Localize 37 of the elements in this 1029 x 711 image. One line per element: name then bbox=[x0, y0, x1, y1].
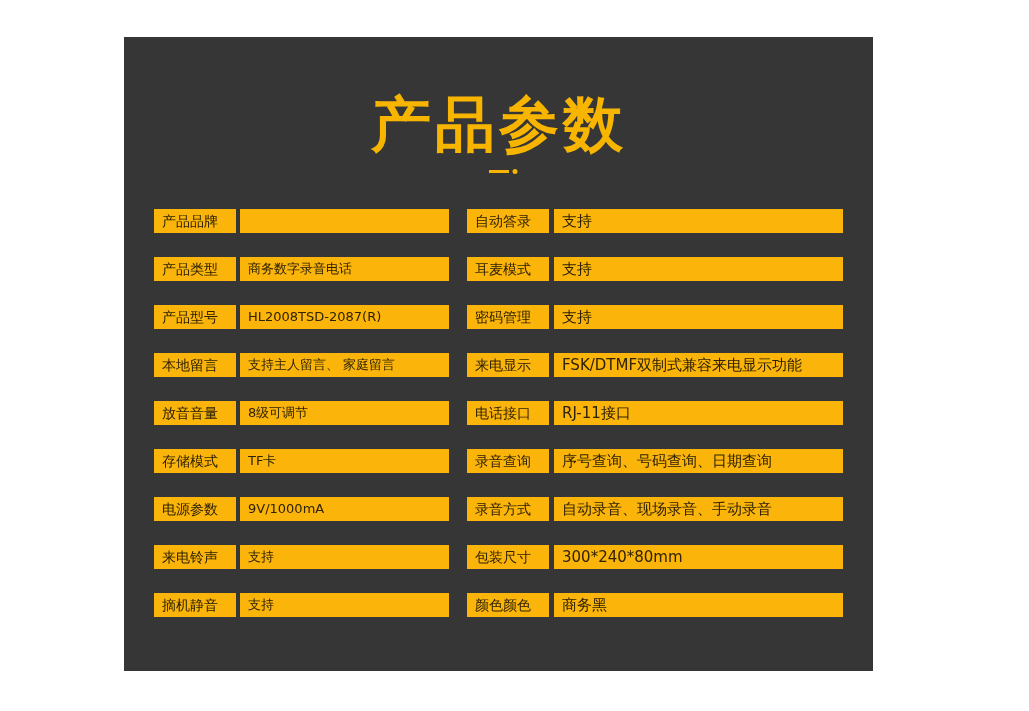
parameter-name: 产品型号 bbox=[154, 305, 236, 329]
parameter-value: 支持 bbox=[554, 305, 843, 329]
parameter-value: 商务数字录音电话 bbox=[240, 257, 449, 281]
parameter-name: 产品类型 bbox=[154, 257, 236, 281]
parameter-name: 本地留言 bbox=[154, 353, 236, 377]
parameter-name: 摘机静音 bbox=[154, 593, 236, 617]
parameter-name: 来电铃声 bbox=[154, 545, 236, 569]
parameter-name: 来电显示 bbox=[467, 353, 549, 377]
parameter-name: 电源参数 bbox=[154, 497, 236, 521]
parameter-value: 商务黑 bbox=[554, 593, 843, 617]
parameter-value: HL2008TSD-2087(R) bbox=[240, 305, 449, 329]
parameter-value: 自动录音、现场录音、手动录音 bbox=[554, 497, 843, 521]
parameter-name: 存储模式 bbox=[154, 449, 236, 473]
title: 产品参数 bbox=[369, 88, 628, 161]
parameter-value: 支持 bbox=[240, 593, 449, 617]
parameter-value: 支持 bbox=[240, 545, 449, 569]
parameter-name: 自动答录 bbox=[467, 209, 549, 233]
parameter-name: 放音音量 bbox=[154, 401, 236, 425]
parameter-name: 密码管理 bbox=[467, 305, 549, 329]
parameter-value: 支持 bbox=[554, 257, 843, 281]
parameter-value: 序号查询、号码查询、日期查询 bbox=[554, 449, 843, 473]
parameter-value: RJ-11接口 bbox=[554, 401, 843, 425]
parameter-name: 录音方式 bbox=[467, 497, 549, 521]
parameter-name: 电话接口 bbox=[467, 401, 549, 425]
parameter-value: 9V/1000mA bbox=[240, 497, 449, 521]
parameter-value: FSK/DTMF双制式兼容来电显示功能 bbox=[554, 353, 843, 377]
parameter-name: 包装尺寸 bbox=[467, 545, 549, 569]
parameter-name: 产品品牌 bbox=[154, 209, 236, 233]
parameter-value: 支持主人留言、 家庭留言 bbox=[240, 353, 449, 377]
parameter-name: 录音查询 bbox=[467, 449, 549, 473]
parameter-value: 支持 bbox=[554, 209, 843, 233]
empty-bar bbox=[240, 209, 449, 233]
parameter-name: 颜色颜色 bbox=[467, 593, 549, 617]
parameter-value: 8级可调节 bbox=[240, 401, 449, 425]
parameter-name: 耳麦模式 bbox=[467, 257, 549, 281]
parameter-value: TF卡 bbox=[240, 449, 449, 473]
parameter-value: 300*240*80mm bbox=[554, 545, 843, 569]
